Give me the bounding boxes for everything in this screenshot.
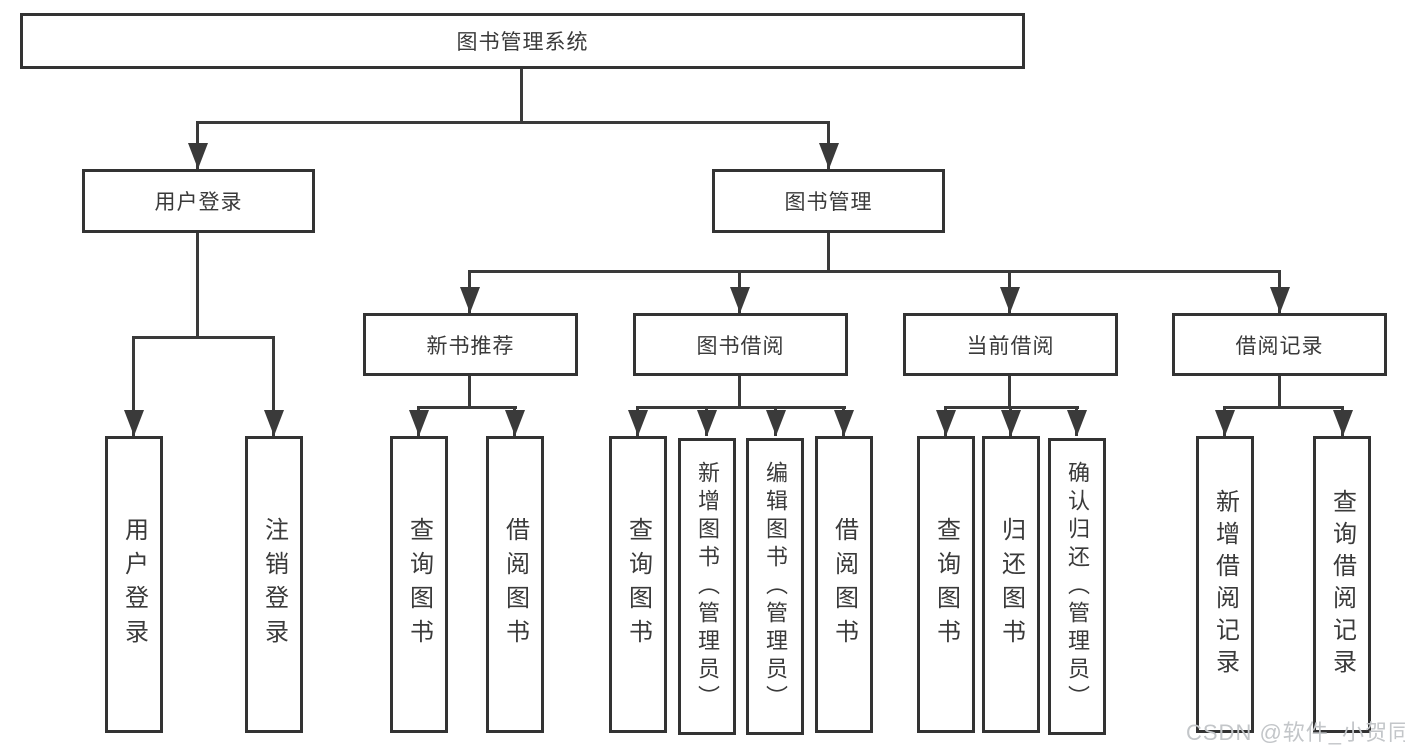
connector-bb-stem <box>738 376 741 406</box>
node-borrow-record-label: 借阅记录 <box>1235 334 1324 358</box>
leaf-bb-query-book: 查询图书 <box>609 436 667 733</box>
arrowhead-currentborrow <box>1000 287 1020 313</box>
arrowhead-bb-borrow <box>834 410 854 436</box>
leaf-bb-borrow-book-label: 借阅图书 <box>830 516 858 653</box>
leaf-nb-borrow-book-label: 借阅图书 <box>501 516 529 653</box>
arrowhead-newbook <box>460 287 480 313</box>
arrowhead-br-query <box>1333 410 1353 436</box>
node-book-borrow: 图书借阅 <box>633 313 848 376</box>
node-user-login-label: 用户登录 <box>154 191 243 214</box>
connector-root-rail <box>196 121 830 124</box>
arrowhead-nb-query <box>409 410 429 436</box>
leaf-bb-edit-book-admin-label: 编辑图书（管理员） <box>763 460 788 713</box>
arrowhead-cb-return <box>1001 410 1021 436</box>
connector-user-rail <box>132 336 275 339</box>
leaf-cb-query-book-label: 查询图书 <box>932 516 960 653</box>
node-book-borrow-label: 图书借阅 <box>696 334 785 358</box>
node-root-library-system: 图书管理系统 <box>20 13 1025 69</box>
arrowhead-bookborrow <box>730 287 750 313</box>
connector-root-stem <box>520 69 523 121</box>
leaf-bb-edit-book-admin: 编辑图书（管理员） <box>746 438 804 735</box>
leaf-cb-confirm-return-admin: 确认归还（管理员） <box>1048 438 1106 735</box>
connector-book-rail <box>468 270 1281 273</box>
leaf-nb-borrow-book: 借阅图书 <box>486 436 544 733</box>
leaf-bb-borrow-book: 借阅图书 <box>815 436 873 733</box>
leaf-user-login-label: 用户登录 <box>120 516 148 653</box>
node-book-mgmt: 图书管理 <box>712 169 945 233</box>
node-root-label: 图书管理系统 <box>456 31 589 54</box>
arrowhead-leaf-logout <box>264 410 284 436</box>
connector-drop-leaf-logout <box>272 336 275 436</box>
leaf-nb-query-book-label: 查询图书 <box>405 516 433 653</box>
connector-book-stem <box>827 233 830 270</box>
arrowhead-nb-borrow <box>505 410 525 436</box>
arrowhead-cb-confirm <box>1067 410 1087 436</box>
arrowhead-leaf-login <box>124 410 144 436</box>
connector-nb-rail <box>417 406 517 409</box>
arrowhead-bb-query <box>628 410 648 436</box>
connector-cb-stem <box>1008 376 1011 406</box>
connector-nb-stem <box>468 376 471 406</box>
arrowhead-book-mgmt <box>819 143 839 169</box>
arrowhead-br-add <box>1215 410 1235 436</box>
leaf-br-add-record-label: 新增借阅记录 <box>1211 488 1239 681</box>
leaf-cb-return-book: 归还图书 <box>982 436 1040 733</box>
connector-drop-leaf-login <box>132 336 135 436</box>
leaf-bb-query-book-label: 查询图书 <box>624 516 652 653</box>
connector-bb-rail <box>636 406 846 409</box>
leaf-logout-label: 注销登录 <box>260 516 288 653</box>
node-user-login: 用户登录 <box>82 169 315 233</box>
node-current-borrow-label: 当前借阅 <box>966 334 1055 358</box>
leaf-br-query-record: 查询借阅记录 <box>1313 436 1371 733</box>
arrowhead-borrowrecord <box>1270 287 1290 313</box>
node-current-borrow: 当前借阅 <box>903 313 1118 376</box>
leaf-br-query-record-label: 查询借阅记录 <box>1328 488 1356 681</box>
leaf-bb-add-book-admin: 新增图书（管理员） <box>678 438 736 735</box>
arrowhead-cb-query <box>936 410 956 436</box>
leaf-br-add-record: 新增借阅记录 <box>1196 436 1254 733</box>
connector-br-stem <box>1278 376 1281 406</box>
leaf-nb-query-book: 查询图书 <box>390 436 448 733</box>
node-book-mgmt-label: 图书管理 <box>784 191 873 214</box>
leaf-bb-add-book-admin-label: 新增图书（管理员） <box>695 460 720 713</box>
node-new-book-recommend: 新书推荐 <box>363 313 578 376</box>
node-borrow-record: 借阅记录 <box>1172 313 1387 376</box>
connector-user-stem <box>196 233 199 336</box>
leaf-user-login: 用户登录 <box>105 436 163 733</box>
connector-br-rail <box>1223 406 1344 409</box>
leaf-cb-query-book: 查询图书 <box>917 436 975 733</box>
arrowhead-bb-edit <box>766 410 786 436</box>
arrowhead-bb-add <box>697 410 717 436</box>
node-new-book-recommend-label: 新书推荐 <box>426 334 515 358</box>
leaf-cb-return-book-label: 归还图书 <box>997 516 1025 653</box>
csdn-watermark: CSDN @软件_小贺同学 <box>1186 720 1405 745</box>
arrowhead-user-login <box>188 143 208 169</box>
leaf-cb-confirm-return-admin-label: 确认归还（管理员） <box>1065 460 1090 713</box>
leaf-logout: 注销登录 <box>245 436 303 733</box>
